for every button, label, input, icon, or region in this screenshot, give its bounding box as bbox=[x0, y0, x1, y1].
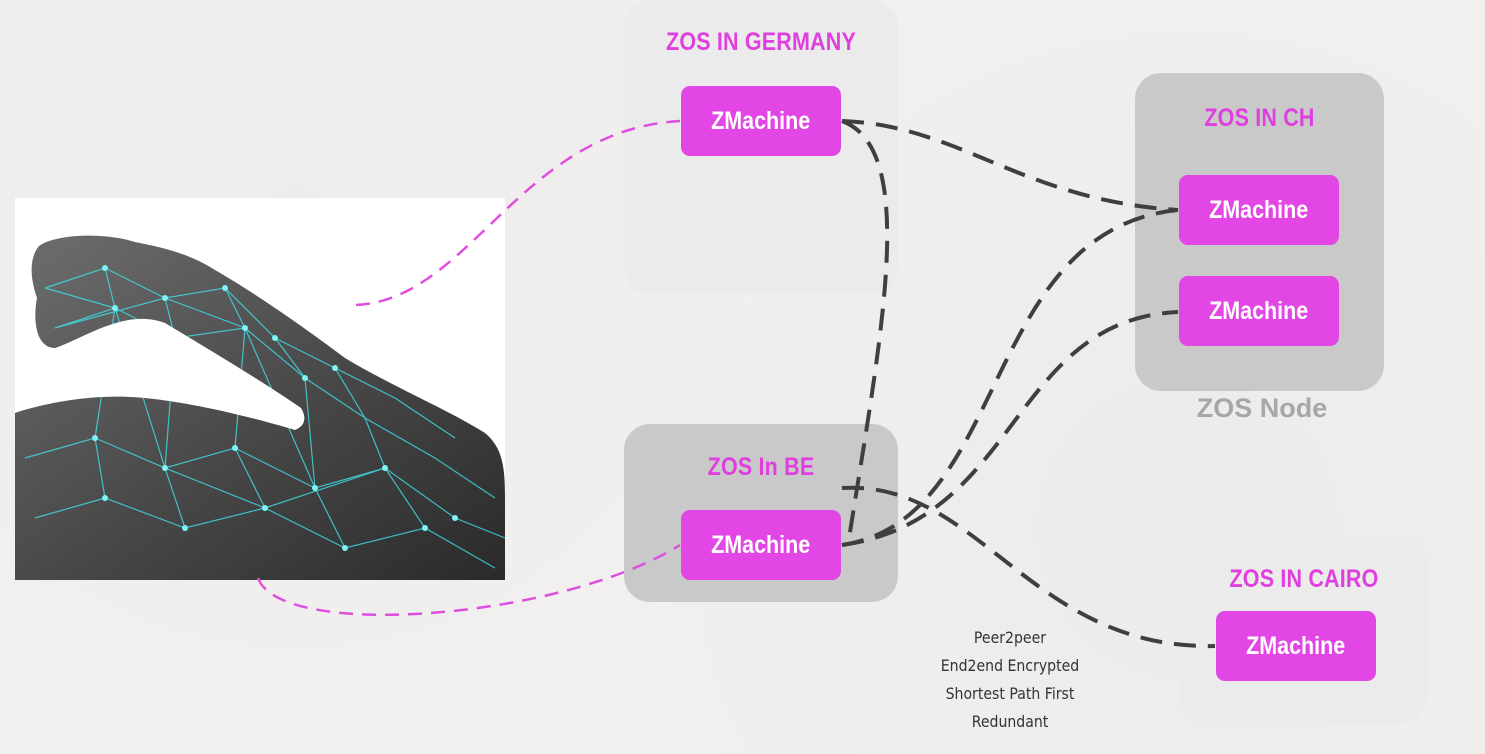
link-germany-be bbox=[841, 119, 890, 546]
zmachine-germany: ZMachine bbox=[681, 86, 841, 156]
zmachine-ch-2-label: ZMachine bbox=[1209, 296, 1309, 325]
user-link-be bbox=[256, 543, 681, 616]
link-be-ch1 bbox=[841, 208, 1179, 547]
network-notes: Peer2peer End2end Encrypted Shortest Pat… bbox=[900, 624, 1120, 736]
link-be-cairo bbox=[841, 485, 1216, 649]
zmachine-cairo: ZMachine bbox=[1216, 611, 1376, 681]
zmachine-be: ZMachine bbox=[681, 510, 841, 580]
link-be-ch2 bbox=[841, 310, 1179, 547]
link-germany-ch bbox=[841, 119, 1179, 212]
note-shortest-path: Shortest Path First bbox=[945, 684, 1075, 703]
zmachine-ch-1: ZMachine bbox=[1179, 175, 1339, 245]
zmachine-ch-1-label: ZMachine bbox=[1209, 195, 1309, 224]
zmachine-ch-2: ZMachine bbox=[1179, 276, 1339, 346]
node-germany: ZOS IN GERMANY bbox=[624, 0, 898, 294]
node-title-ch: ZOS IN CH bbox=[1204, 104, 1315, 132]
zmachine-cairo-label: ZMachine bbox=[1246, 631, 1346, 660]
note-end2end: End2end Encrypted bbox=[940, 656, 1080, 675]
zmachine-be-label: ZMachine bbox=[711, 530, 811, 559]
node-title-cairo: ZOS IN CAIRO bbox=[1229, 565, 1379, 593]
zmachine-germany-label: ZMachine bbox=[711, 106, 811, 135]
node-title-be: ZOS In BE bbox=[707, 453, 815, 481]
flexed-arm-network-image bbox=[15, 198, 505, 580]
node-title-germany: ZOS IN GERMANY bbox=[666, 28, 856, 56]
note-redundant: Redundant bbox=[971, 712, 1049, 731]
user-link-germany bbox=[355, 119, 681, 307]
zos-node-legend: ZOS Node bbox=[1196, 393, 1328, 423]
note-peer2peer: Peer2peer bbox=[973, 628, 1047, 647]
